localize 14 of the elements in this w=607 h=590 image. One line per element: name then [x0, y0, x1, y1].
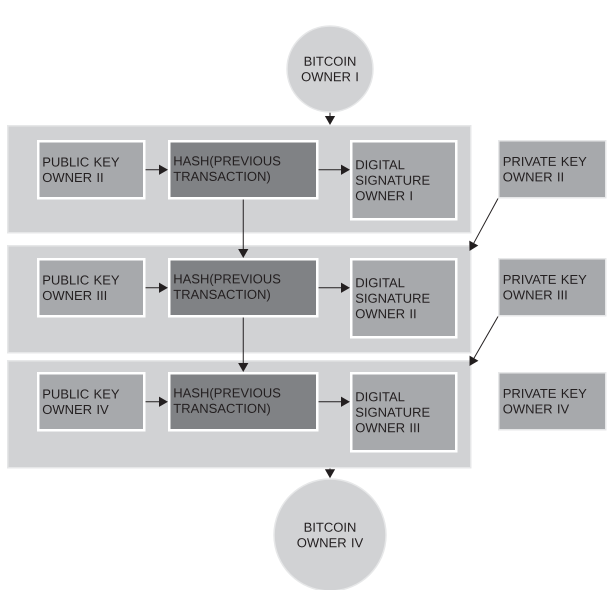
- private-key-box: PRIVATE KEY OWNER II: [498, 140, 606, 198]
- hash-box: HASH(PREVIOUS TRANSACTION): [168, 372, 318, 432]
- private-key-box: PRIVATE KEY OWNER III: [498, 258, 606, 316]
- signature-box: DIGITAL SIGNATURE OWNER II: [350, 258, 458, 338]
- signature-box: DIGITAL SIGNATURE OWNER I: [350, 140, 458, 220]
- private-key-box: PRIVATE KEY OWNER IV: [498, 372, 606, 430]
- public-key-box: PUBLIC KEY OWNER II: [37, 140, 146, 200]
- signature-box: DIGITAL SIGNATURE OWNER III: [350, 372, 458, 452]
- arrow: [469, 198, 498, 251]
- hash-box: HASH(PREVIOUS TRANSACTION): [168, 140, 318, 200]
- public-key-box: PUBLIC KEY OWNER IV: [37, 372, 146, 432]
- arrow: [470, 316, 498, 366]
- public-key-box: PUBLIC KEY OWNER III: [37, 258, 146, 318]
- hash-box: HASH(PREVIOUS TRANSACTION): [168, 258, 318, 318]
